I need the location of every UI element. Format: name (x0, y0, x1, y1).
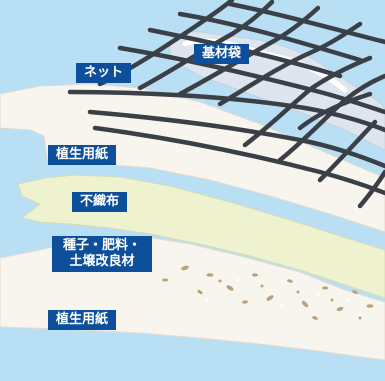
label-net: ネット (76, 63, 132, 83)
upper-vegetation-paper (0, 83, 385, 233)
net (67, 0, 385, 209)
label-vegetation-paper-top: 植生用紙 (48, 145, 117, 165)
label-nonwoven: 不織布 (72, 192, 128, 212)
label-base-bag: 基材袋 (194, 44, 250, 64)
seed-fertilizer-layer (162, 265, 374, 320)
label-seed-line2: 土壌改良材 (69, 254, 135, 269)
label-seed-line1: 種子・肥料・ (62, 238, 141, 253)
label-seed-fertilizer-soil: 種子・肥料・ 土壌改良材 (52, 236, 152, 272)
label-vegetation-paper-bottom: 植生用紙 (48, 310, 117, 330)
